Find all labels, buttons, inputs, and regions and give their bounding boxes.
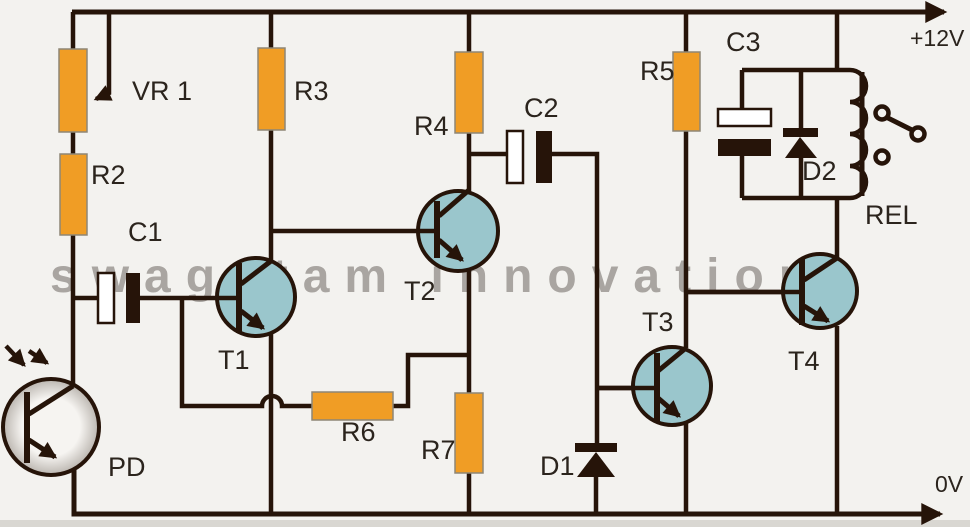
diode-d2	[783, 128, 818, 158]
label-r5: R5	[640, 56, 675, 86]
label-d1: D1	[540, 451, 575, 481]
transistor-t4	[686, 252, 859, 330]
label-t2: T2	[404, 276, 436, 306]
c2-plate-white	[505, 129, 525, 185]
label-r3: R3	[294, 76, 329, 106]
label-r2: R2	[91, 160, 126, 190]
label-pd: PD	[108, 452, 146, 482]
t3-collector-line	[656, 346, 688, 373]
label-positive-rail: +12V	[910, 25, 965, 51]
label-d2: D2	[802, 156, 837, 186]
capacitor-c3	[716, 107, 773, 156]
d1-cathode-bar	[575, 443, 617, 452]
c1-plate-black	[126, 273, 140, 323]
relay-network-wires	[739, 12, 850, 259]
relay-contact-arm	[884, 114, 916, 134]
capacitor-c2	[505, 129, 552, 185]
photodiode-pd	[1, 344, 101, 477]
label-c3: C3	[726, 27, 761, 57]
t4-collector-line	[802, 255, 839, 283]
pd-light-arrow-1	[4, 344, 26, 367]
vr1-body	[58, 48, 88, 133]
r6-body	[311, 391, 394, 421]
ground-rail-wire	[71, 468, 944, 525]
label-vr1: VR 1	[132, 76, 193, 106]
t4-emitter-arrow	[802, 303, 831, 324]
label-t4: T4	[788, 346, 820, 376]
c3-plate-white	[716, 107, 773, 128]
pd-light-arrow-2	[27, 347, 50, 365]
label-t1: T1	[218, 345, 250, 375]
r6-to-emitter-node-wire	[393, 352, 469, 409]
relay-contact-bottom	[873, 148, 891, 166]
vr1-wiper-arrow	[93, 12, 113, 102]
label-r6: R6	[341, 417, 376, 447]
label-rel: REL	[865, 200, 918, 230]
t3-emitter-arrow	[656, 396, 681, 418]
c2-plate-black	[536, 131, 552, 183]
r3-body	[257, 47, 286, 131]
label-r4: R4	[414, 111, 449, 141]
r5-body	[672, 51, 701, 132]
d1-triangle	[577, 452, 615, 477]
r2-body	[59, 153, 88, 236]
relay-symbol	[849, 67, 927, 201]
t1-emitter-arrow	[239, 309, 266, 330]
relay-contact-top	[873, 104, 891, 122]
c3-plate-black	[718, 139, 771, 156]
transistor-t1	[140, 256, 297, 338]
d2-cathode-bar	[783, 128, 818, 137]
label-c1: C1	[128, 217, 163, 247]
r4-body	[454, 51, 484, 134]
label-ground-rail: 0V	[935, 471, 964, 497]
pd-circle	[1, 377, 101, 477]
transistor-t3	[597, 345, 713, 427]
transistor-t2	[271, 188, 500, 273]
d2-triangle	[785, 137, 817, 158]
label-c2: C2	[524, 93, 559, 123]
r4-c2-d1-wires	[466, 12, 656, 443]
image-edge-strip	[0, 520, 970, 527]
relay-contact-right	[909, 125, 927, 143]
pd-collector-line	[27, 383, 75, 417]
capacitor-c1	[96, 271, 140, 325]
r7-body	[454, 392, 484, 474]
t2-emitter-arrow	[437, 238, 464, 262]
pd-emitter-arrow	[27, 437, 58, 460]
resistors	[58, 47, 701, 474]
label-r7: R7	[421, 435, 456, 465]
c1-plate-white	[96, 271, 116, 325]
t1-collector-line	[239, 259, 273, 286]
diode-d1	[575, 443, 617, 477]
label-t3: T3	[642, 307, 674, 337]
t2-collector-line	[437, 188, 471, 218]
